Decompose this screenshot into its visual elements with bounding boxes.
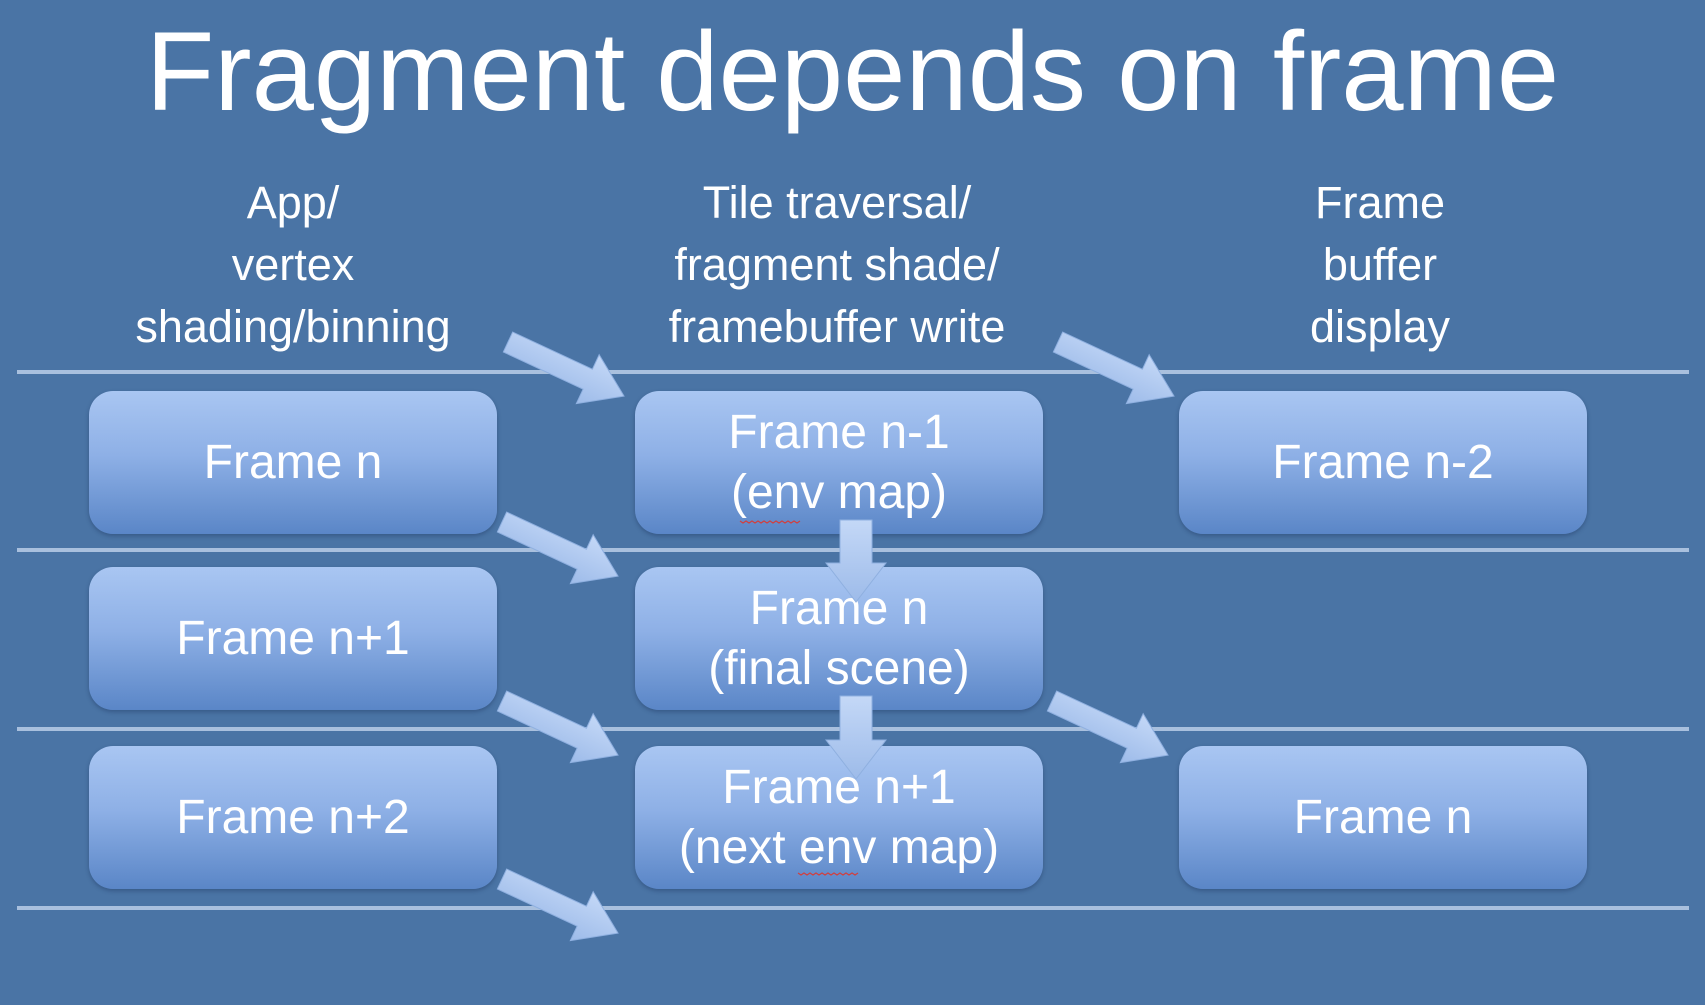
box-label: (env map) — [730, 465, 948, 519]
column-header-tile-traversal: Tile traversal/ fragment shade/ framebuf… — [587, 172, 1087, 358]
box-tile-row-1: Frame n-1 (env map) — [635, 391, 1043, 534]
column-header-line: fragment shade/ — [674, 239, 1000, 290]
box-app-row-3: Frame n+2 — [89, 746, 497, 889]
box-label: Frame n — [1293, 790, 1473, 844]
box-label: (final scene) — [708, 641, 970, 695]
column-header-line: buffer — [1322, 239, 1438, 290]
box-label: Frame n — [749, 581, 929, 635]
row-divider — [17, 906, 1689, 910]
column-header-line: Tile traversal/ — [702, 177, 972, 228]
box-label: Frame n+2 — [176, 790, 410, 844]
box-label: Frame n-2 — [1272, 435, 1494, 489]
slide-title: Fragment depends on frame — [145, 9, 1560, 134]
column-header-line: Frame — [1314, 177, 1445, 228]
column-header-framebuffer-display: Frame buffer display — [1155, 172, 1605, 358]
box-app-row-1: Frame n — [89, 391, 497, 534]
column-header-line: App/ — [246, 177, 340, 228]
box-label: Frame n+1 — [722, 760, 956, 814]
box-label: Frame n — [203, 435, 383, 489]
row-divider — [17, 727, 1689, 731]
box-label: Frame n-1 — [728, 405, 950, 459]
box-framebuffer-row-1: Frame n-2 — [1179, 391, 1587, 534]
row-divider — [17, 370, 1689, 374]
column-header-line: display — [1309, 301, 1451, 352]
box-label: Frame n+1 — [176, 611, 410, 665]
box-app-row-2: Frame n+1 — [89, 567, 497, 710]
box-tile-row-2: Frame n (final scene) — [635, 567, 1043, 710]
row-divider — [17, 548, 1689, 552]
box-tile-row-3: Frame n+1 (next env map) — [635, 746, 1043, 889]
column-header-line: shading/binning — [135, 301, 451, 352]
column-header-app-vertex-binning: App/ vertex shading/binning — [63, 172, 523, 358]
box-framebuffer-row-3: Frame n — [1179, 746, 1587, 889]
column-header-line: vertex — [231, 239, 355, 290]
column-header-line: framebuffer write — [668, 301, 1006, 352]
box-label: (next env map) — [678, 820, 1000, 874]
